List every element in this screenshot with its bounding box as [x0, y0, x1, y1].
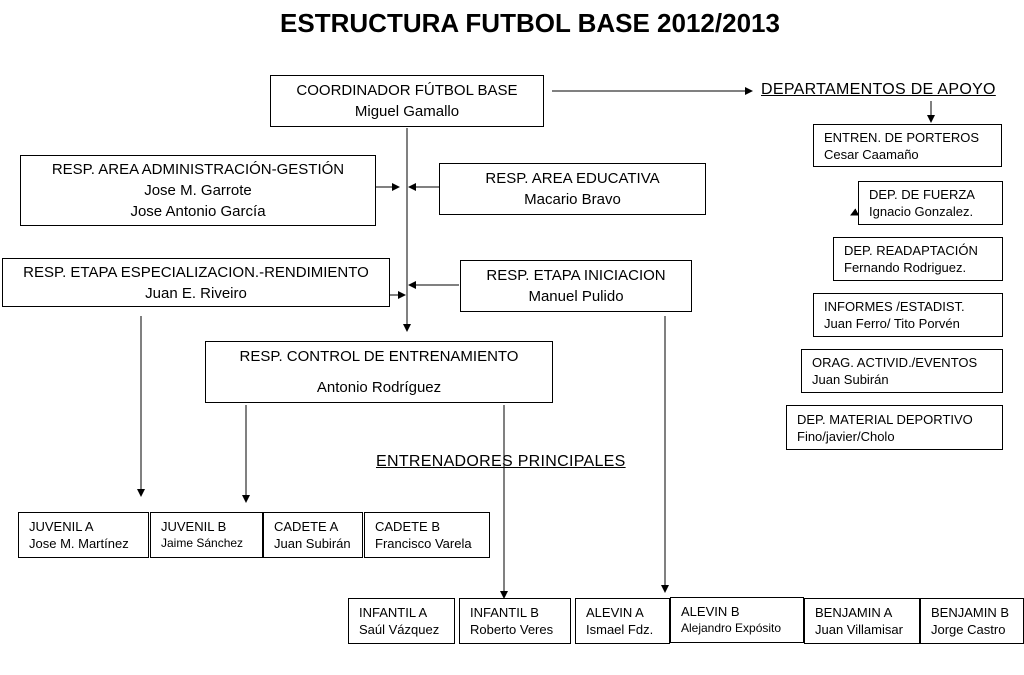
support-heading: DEPARTAMENTOS DE APOYO	[761, 81, 996, 98]
support-item: ORAG. ACTIVID./EVENTOS Juan Subirán	[801, 349, 1003, 393]
team-coach: Jorge Castro	[931, 622, 1006, 637]
especializacion-box: RESP. ETAPA ESPECIALIZACION.-RENDIMIENTO…	[2, 258, 390, 307]
team-box: CADETE A Juan Subirán	[263, 512, 363, 558]
team-name: ALEVIN A	[586, 605, 644, 620]
team-box: ALEVIN A Ismael Fdz.	[575, 598, 670, 644]
support-item: DEP. MATERIAL DEPORTIVO Fino/javier/Chol…	[786, 405, 1003, 450]
team-box: CADETE B Francisco Varela	[364, 512, 490, 558]
support-role: DEP. MATERIAL DEPORTIVO	[797, 411, 973, 427]
admin-box: RESP. AREA ADMINISTRACIÓN-GESTIÓN Jose M…	[20, 155, 376, 226]
educativa-person: Macario Bravo	[524, 191, 621, 208]
support-person: Fino/javier/Cholo	[797, 428, 895, 444]
control-box: RESP. CONTROL DE ENTRENAMIENTO Antonio R…	[205, 341, 553, 403]
team-name: BENJAMIN A	[815, 605, 893, 620]
control-person: Antonio Rodríguez	[316, 379, 442, 396]
team-box: BENJAMIN B Jorge Castro	[920, 598, 1024, 644]
team-name: JUVENIL B	[161, 519, 227, 534]
team-name: INFANTIL B	[470, 605, 539, 620]
educativa-box: RESP. AREA EDUCATIVA Macario Bravo	[439, 163, 706, 215]
team-coach: Roberto Veres	[470, 622, 554, 637]
support-person: Fernando Rodriguez.	[844, 260, 967, 275]
iniciacion-box: RESP. ETAPA INICIACION Manuel Pulido	[460, 260, 692, 312]
coordinator-role: COORDINADOR FÚTBOL BASE	[296, 82, 518, 99]
support-person: Juan Subirán	[812, 372, 889, 387]
team-name: INFANTIL A	[359, 605, 428, 620]
especializacion-role: RESP. ETAPA ESPECIALIZACION.-RENDIMIENTO	[23, 263, 369, 281]
support-role: INFORMES /ESTADIST.	[824, 299, 965, 314]
team-coach: Saúl Vázquez	[359, 622, 440, 637]
iniciacion-person: Manuel Pulido	[528, 288, 624, 305]
support-item: DEP. DE FUERZA Ignacio Gonzalez.	[858, 181, 1003, 225]
admin-role: RESP. AREA ADMINISTRACIÓN-GESTIÓN	[51, 161, 345, 178]
educativa-role: RESP. AREA EDUCATIVA	[485, 170, 660, 187]
team-name: ALEVIN B	[681, 604, 740, 619]
support-item: ENTREN. DE PORTEROS Cesar Caamaño	[813, 124, 1002, 167]
team-coach: Francisco Varela	[375, 536, 472, 551]
team-name: CADETE B	[375, 519, 441, 534]
support-person: Juan Ferro/ Tito Porvén	[824, 316, 960, 331]
support-person: Cesar Caamaño	[824, 146, 919, 162]
team-name: CADETE A	[274, 519, 339, 534]
especializacion-person: Juan E. Riveiro	[145, 284, 247, 302]
support-item: DEP. READAPTACIÓN Fernando Rodriguez.	[833, 237, 1003, 281]
team-name: BENJAMIN B	[931, 605, 1010, 620]
admin-person-2: Jose Antonio García	[130, 203, 266, 220]
support-role: DEP. DE FUERZA	[869, 187, 975, 202]
team-coach: Juan Subirán	[274, 536, 351, 551]
iniciacion-role: RESP. ETAPA INICIACION	[486, 267, 666, 284]
team-box: ALEVIN B Alejandro Expósito	[670, 597, 804, 643]
team-box: INFANTIL A Saúl Vázquez	[348, 598, 455, 644]
team-coach: Juan Villamisar	[815, 622, 903, 637]
support-role: ENTREN. DE PORTEROS	[824, 129, 980, 145]
control-role: RESP. CONTROL DE ENTRENAMIENTO	[239, 348, 519, 365]
team-coach: Jose M. Martínez	[29, 536, 129, 551]
support-role: ORAG. ACTIVID./EVENTOS	[812, 355, 978, 370]
fuerza-arrow	[850, 208, 860, 216]
team-coach: Ismael Fdz.	[586, 622, 654, 637]
team-name: JUVENIL A	[29, 519, 94, 534]
team-box: BENJAMIN A Juan Villamisar	[804, 598, 920, 644]
team-box: JUVENIL A Jose M. Martínez	[18, 512, 149, 558]
team-coach: Jaime Sánchez	[161, 536, 244, 550]
admin-person-1: Jose M. Garrote	[144, 182, 252, 199]
coordinator-person: Miguel Gamallo	[354, 103, 460, 120]
team-coach: Alejandro Expósito	[681, 621, 782, 635]
support-role: DEP. READAPTACIÓN	[844, 243, 978, 258]
support-person: Ignacio Gonzalez.	[869, 204, 974, 219]
team-box: INFANTIL B Roberto Veres	[459, 598, 571, 644]
support-item: INFORMES /ESTADIST. Juan Ferro/ Tito Por…	[813, 293, 1003, 337]
coordinator-box: COORDINADOR FÚTBOL BASE Miguel Gamallo	[270, 75, 544, 127]
coaches-heading: ENTRENADORES PRINCIPALES	[376, 453, 626, 470]
team-box: JUVENIL B Jaime Sánchez	[150, 512, 263, 558]
page-title: ESTRUCTURA FUTBOL BASE 2012/2013	[280, 8, 780, 38]
